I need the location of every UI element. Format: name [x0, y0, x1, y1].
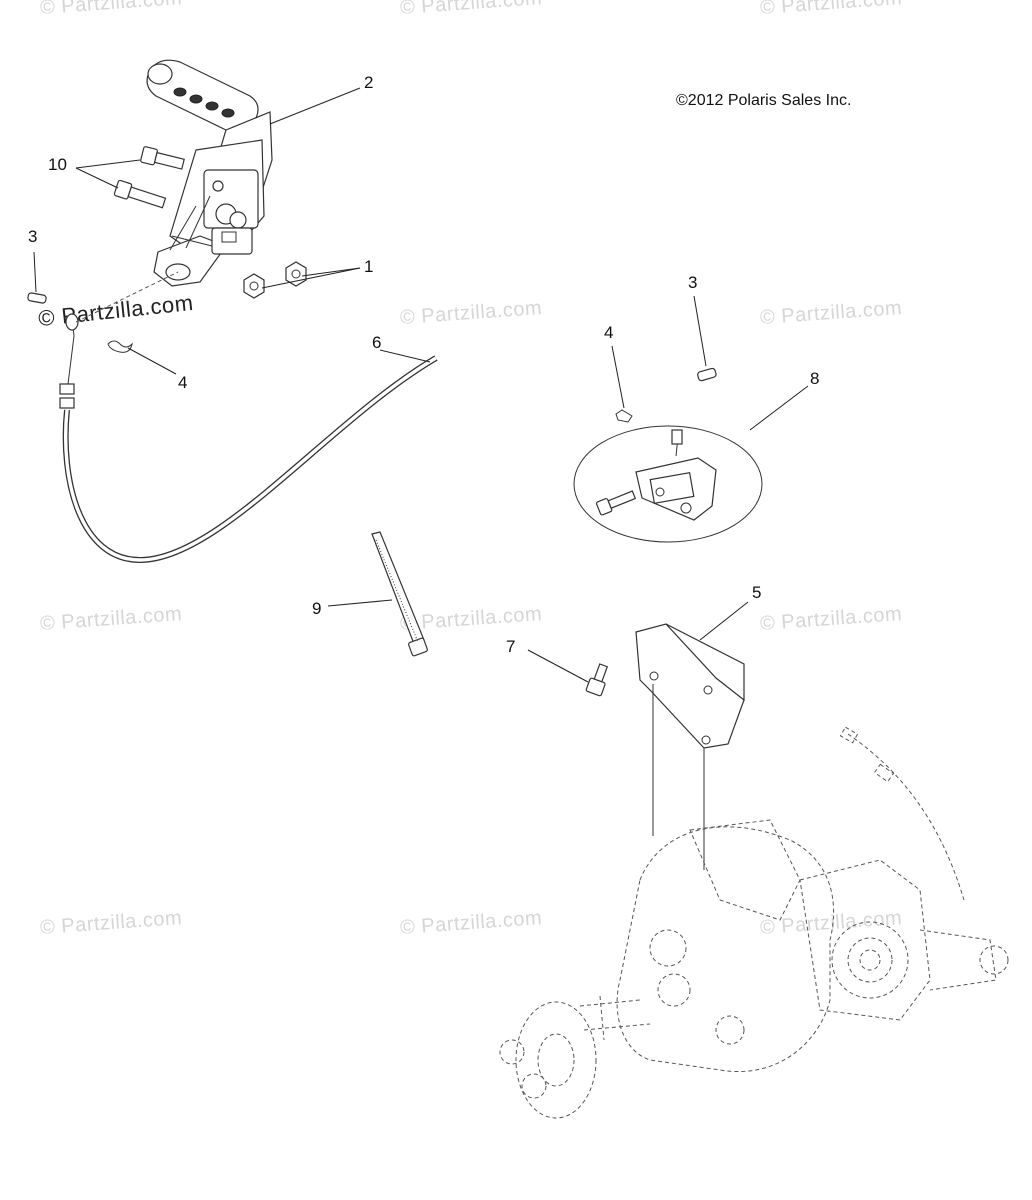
callout-7: 7: [506, 637, 516, 656]
leader-lines: [33, 87, 809, 683]
long-bolt-part-9: [371, 531, 428, 657]
callout-9: 9: [312, 599, 322, 618]
caliper-part-8: [573, 425, 763, 543]
callout-2: 2: [364, 73, 374, 92]
callout-4-left: 4: [178, 373, 188, 392]
bolts-part-10: [113, 146, 185, 209]
callout-4-right: 4: [604, 323, 614, 342]
clip-part-4-left: [107, 340, 133, 353]
callout-3-left: 3: [28, 227, 38, 246]
copyright-notice: ©2012 Polaris Sales Inc.: [676, 92, 852, 109]
transmission-assembly: [499, 726, 1009, 1119]
callout-5: 5: [752, 583, 762, 602]
callout-6: 6: [372, 333, 382, 352]
callout-10: 10: [48, 155, 67, 174]
callout-8: 8: [810, 369, 820, 388]
brake-cable-part-6: [59, 271, 438, 564]
pin-part-3-right: [697, 367, 717, 382]
nuts-part-1: [243, 261, 307, 299]
bolt-part-7: [585, 663, 609, 697]
callout-3-right: 3: [688, 273, 698, 292]
callout-1: 1: [364, 257, 374, 276]
pin-part-3-left: [27, 292, 47, 304]
clip-part-4-right: [615, 409, 633, 423]
bracket-part-5: [635, 623, 745, 749]
brake-lever-assembly: [146, 59, 273, 287]
